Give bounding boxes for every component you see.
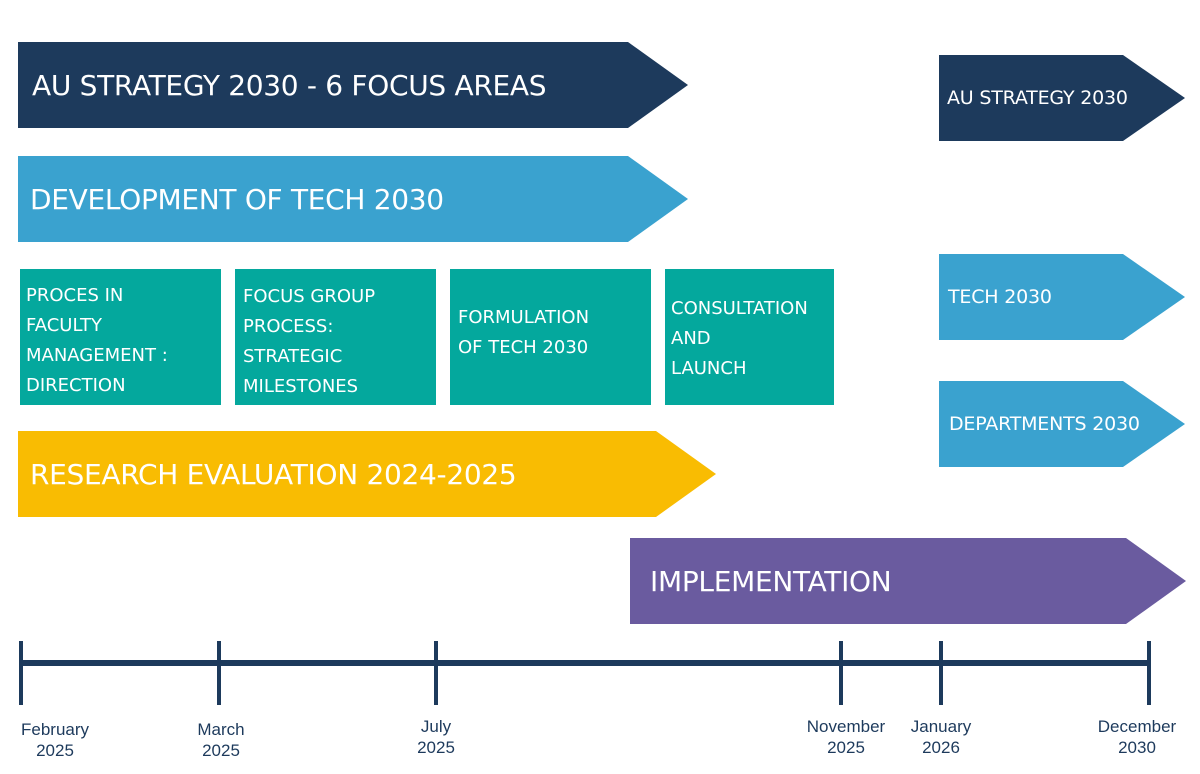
tick-label-feb-2025: February 2025 — [0, 719, 115, 761]
box-line: PROCES IN — [26, 285, 124, 306]
box-line: FORMULATION — [458, 307, 590, 328]
box-line: STRATEGIC — [243, 346, 343, 367]
process-box-consultation: CONSULTATION AND LAUNCH — [665, 269, 834, 405]
process-box-formulation: FORMULATION OF TECH 2030 — [450, 269, 651, 405]
au-strategy-side-arrow: AU STRATEGY 2030 — [939, 55, 1185, 141]
tick-month: March — [197, 720, 245, 739]
au-strategy-side-label: AU STRATEGY 2030 — [947, 87, 1128, 109]
tick-year: 2025 — [417, 738, 455, 757]
box-line: PROCESS: — [243, 316, 334, 337]
tech-side-arrow: TECH 2030 — [939, 254, 1185, 340]
implementation-arrow: IMPLEMENTATION — [630, 538, 1186, 624]
au-strategy-focus-areas-arrow: AU STRATEGY 2030 - 6 FOCUS AREAS — [18, 42, 688, 128]
tick-month: November — [806, 717, 886, 736]
departments-side-label: DEPARTMENTS 2030 — [949, 413, 1140, 435]
tick-year: 2025 — [827, 738, 865, 757]
development-tech-label: DEVELOPMENT OF TECH 2030 — [30, 182, 444, 216]
tick-month: February — [20, 720, 90, 739]
tick-month: July — [420, 717, 452, 736]
au-strategy-focus-areas-label: AU STRATEGY 2030 - 6 FOCUS AREAS — [32, 68, 547, 102]
departments-side-arrow: DEPARTMENTS 2030 — [939, 381, 1185, 467]
tick-label-nov-2025: November 2025 — [786, 716, 906, 758]
tick-label-jul-2025: July 2025 — [376, 716, 496, 758]
box-line: LAUNCH — [671, 358, 747, 379]
process-box-focus-group: FOCUS GROUP PROCESS: STRATEGIC MILESTONE… — [235, 269, 436, 405]
research-evaluation-arrow: RESEARCH EVALUATION 2024-2025 — [18, 431, 716, 517]
box-line: DIRECTION — [26, 375, 126, 396]
tick-year: 2026 — [922, 738, 960, 757]
research-evaluation-label: RESEARCH EVALUATION 2024-2025 — [30, 457, 517, 491]
tick-year: 2025 — [202, 741, 240, 760]
box-line: AND — [671, 328, 711, 349]
implementation-label: IMPLEMENTATION — [650, 564, 892, 598]
tick-month: December — [1097, 717, 1177, 736]
tech-side-label: TECH 2030 — [948, 286, 1052, 308]
tick-label-jan-2026: January 2026 — [881, 716, 1001, 758]
box-line: OF TECH 2030 — [458, 337, 589, 358]
tick-label-mar-2025: March 2025 — [161, 719, 281, 761]
box-line: FACULTY — [26, 315, 102, 336]
box-line: MILESTONES — [243, 376, 359, 397]
tick-label-dec-2030: December 2030 — [1077, 716, 1197, 758]
box-line: CONSULTATION — [671, 298, 808, 319]
box-line: FOCUS GROUP — [243, 286, 376, 307]
box-line: MANAGEMENT : — [26, 345, 168, 366]
tick-year: 2025 — [36, 741, 74, 760]
tick-year: 2030 — [1118, 738, 1156, 757]
process-box-faculty-management: PROCES IN FACULTY MANAGEMENT : DIRECTION — [20, 269, 221, 405]
tick-month: January — [910, 717, 972, 736]
development-tech-arrow: DEVELOPMENT OF TECH 2030 — [18, 156, 688, 242]
